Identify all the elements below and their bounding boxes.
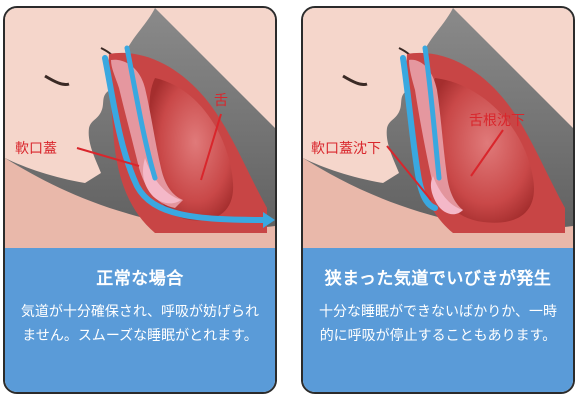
- panel-title: 正常な場合: [96, 269, 184, 289]
- tongue-label: 舌: [214, 93, 228, 109]
- eye-icon: [342, 74, 368, 86]
- tongue-root-sink-label: 舌根沈下: [469, 113, 525, 129]
- soft-palate-label: 軟口蓋: [15, 141, 57, 157]
- normal-airway-card: 軟口蓋 舌 正常な場合 気道が十分確保され、呼吸が妨げられません。スムーズな睡眠…: [3, 6, 277, 394]
- airflow-path: [102, 55, 268, 223]
- tongue-root-leader: [470, 129, 504, 177]
- narrowed-airway-illustration: [303, 8, 573, 248]
- airflow-path: [400, 55, 438, 211]
- normal-airway-illustration: [5, 8, 275, 248]
- eye-icon: [44, 74, 70, 86]
- narrowed-airway-card: 軟口蓋沈下 舌根沈下 狭まった気道でいびきが発生 十分な睡眠ができないばかりか、…: [301, 6, 575, 394]
- panel-title: 狭まった気道でいびきが発生: [324, 269, 552, 289]
- panel-description: 十分な睡眠ができないばかりか、一時的に呼吸が停止することもあります。: [319, 304, 557, 344]
- arrow-right-icon: [263, 212, 275, 228]
- soft-palate-leader: [76, 147, 140, 167]
- tongue-leader: [200, 113, 222, 181]
- soft-palate-leader: [386, 145, 432, 201]
- panel-description: 気道が十分確保され、呼吸が妨げられません。スムーズな睡眠がとれます。: [20, 304, 260, 344]
- narrowed-caption-panel: 狭まった気道でいびきが発生 十分な睡眠ができないばかりか、一時的に呼吸が停止する…: [303, 248, 573, 392]
- normal-caption-panel: 正常な場合 気道が十分確保され、呼吸が妨げられません。スムーズな睡眠がとれます。: [5, 248, 275, 392]
- soft-palate-sink-label: 軟口蓋沈下: [311, 141, 381, 157]
